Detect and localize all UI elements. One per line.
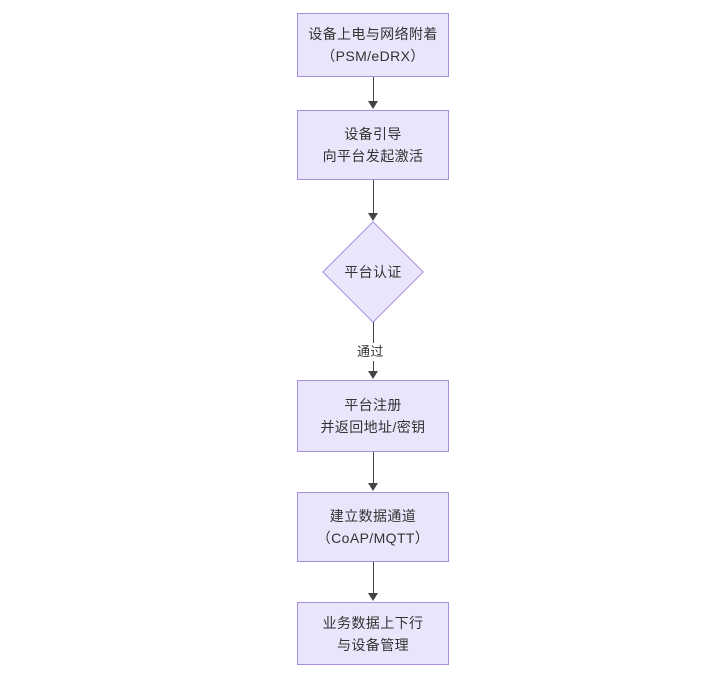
node-platform-auth[interactable]: 平台认证 [322, 221, 424, 323]
node-data-channel[interactable]: 建立数据通道 （CoAP/MQTT） [297, 492, 449, 562]
node-service-data-line2: 与设备管理 [337, 636, 409, 653]
node-data-channel-line2: （CoAP/MQTT） [316, 530, 430, 546]
node-platform-register-line2: 并返回地址/密钥 [320, 419, 426, 435]
arrow-head-icon-e4 [368, 483, 378, 491]
arrow-head-icon-e1 [368, 101, 378, 109]
edge-label-pass: 通过 [354, 343, 387, 361]
node-service-data-line1: 业务数据上下行 [322, 614, 424, 631]
connector-power-on-to-bootstrap [373, 77, 374, 102]
node-power-on-line1: 设备上电与网络附着 [308, 26, 438, 42]
node-bootstrap-line1: 设备引导 [344, 126, 402, 142]
node-platform-register-line1: 平台注册 [344, 397, 402, 413]
node-power-on-line2: （PSM/eDRX） [321, 48, 425, 64]
arrow-head-icon-e3 [368, 371, 378, 379]
node-service-data[interactable]: 业务数据上下行 与设备管理 [297, 602, 449, 665]
node-bootstrap[interactable]: 设备引导 向平台发起激活 [297, 110, 449, 180]
node-platform-register[interactable]: 平台注册 并返回地址/密钥 [297, 380, 449, 452]
arrow-head-icon-e2 [368, 213, 378, 221]
node-platform-auth-label: 平台认证 [344, 264, 402, 280]
arrow-head-icon-e5 [368, 593, 378, 601]
connector-bootstrap-to-platform-auth [373, 180, 374, 215]
connector-data-channel-to-service-data [373, 562, 374, 594]
node-bootstrap-line2: 向平台发起激活 [322, 148, 424, 164]
node-data-channel-line1: 建立数据通道 [329, 508, 417, 524]
node-power-on[interactable]: 设备上电与网络附着 （PSM/eDRX） [297, 13, 449, 77]
connector-register-to-data-channel [373, 452, 374, 484]
